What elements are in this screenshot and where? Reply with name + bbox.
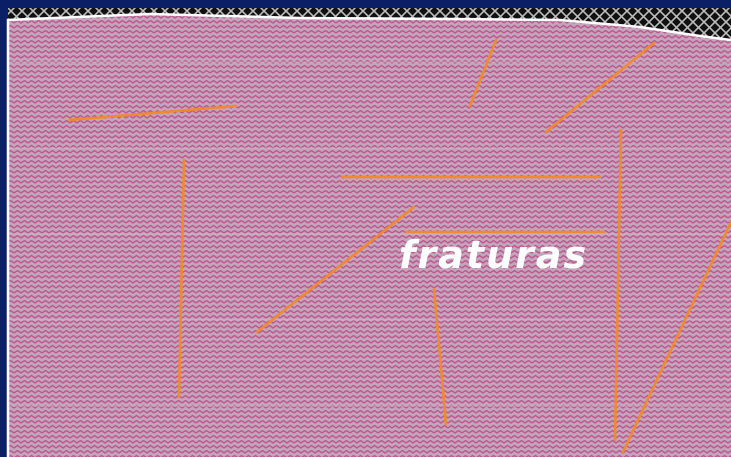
fractures-label: fraturas — [399, 236, 588, 274]
rock-body — [8, 14, 731, 457]
